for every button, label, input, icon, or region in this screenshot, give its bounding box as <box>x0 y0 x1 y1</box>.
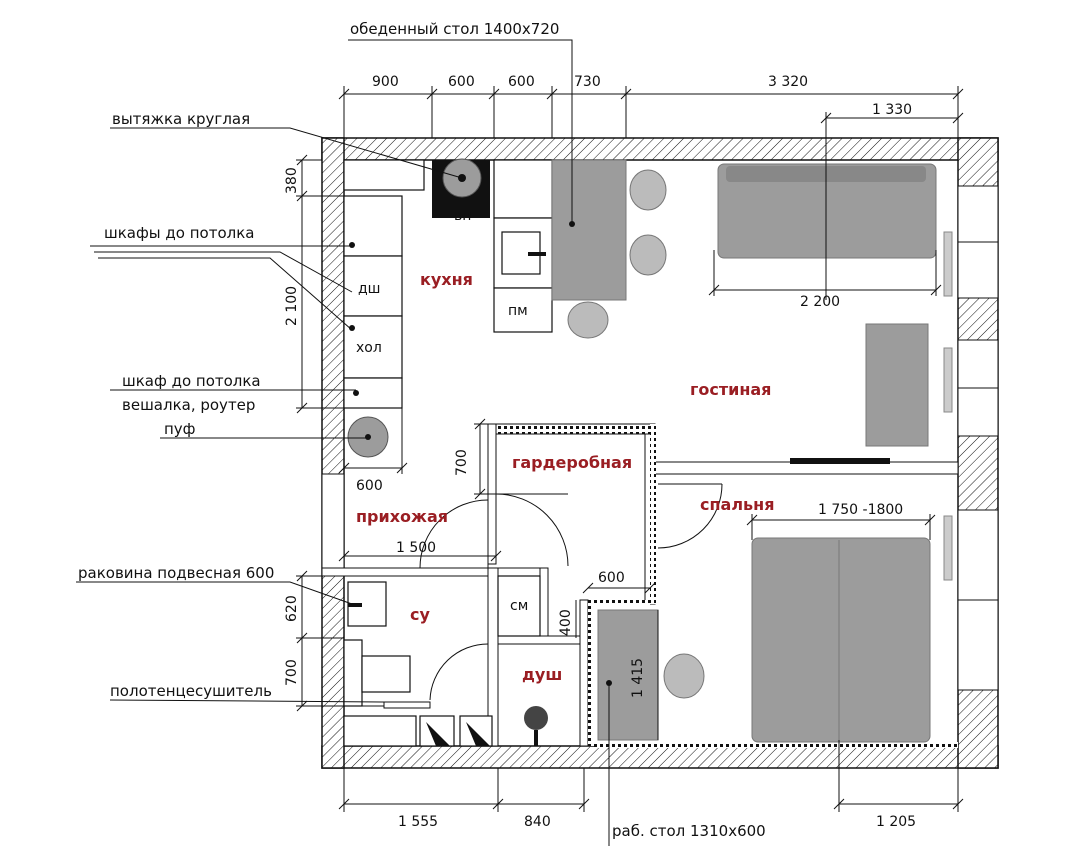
sofa <box>717 163 937 259</box>
dim-bath-620: 620 <box>284 595 300 622</box>
washer-label: см <box>510 598 528 614</box>
bottom-dimensions: 1 555 840 1 205 <box>338 740 964 830</box>
fridge-label: хол <box>356 340 382 356</box>
dishwasher-label: дш <box>358 281 381 297</box>
doors <box>419 483 723 701</box>
callout-hanger: вешалка, роутер <box>122 396 255 414</box>
callout-dining-table: обеденный стол 1400x720 <box>350 20 559 38</box>
bath-dimensions: 620 700 <box>284 570 384 712</box>
work-desk <box>597 609 659 741</box>
callout-work-desk: раб. стол 1310x600 <box>612 822 766 840</box>
windows <box>957 185 999 691</box>
top-dimensions: 900 600 600 730 3 320 1 330 <box>338 74 964 300</box>
room-label-bedroom: спальня <box>700 495 775 514</box>
dim-bottom-1555: 1 555 <box>398 814 438 830</box>
dim-top-3320: 3 320 <box>768 74 808 90</box>
room-label-kitchen: кухня <box>420 270 473 289</box>
bedroom-furniture <box>597 537 931 743</box>
bed <box>751 537 931 743</box>
dim-bath-700: 700 <box>284 659 300 686</box>
dim-hall-1500: 1 500 <box>396 540 436 556</box>
cooktop-label: вп <box>454 208 471 224</box>
dim-top-1330: 1 330 <box>872 102 912 118</box>
interior-walls <box>321 423 959 748</box>
callout-cabinets: шкафы до потолка <box>104 224 254 242</box>
kitchen-furniture: вп дш хол пм <box>343 158 667 458</box>
room-label-shower: душ <box>522 665 562 684</box>
sofa-dimension: 2 200 <box>708 250 942 310</box>
dim-top-900: 900 <box>372 74 399 90</box>
dim-hall-600: 600 <box>356 478 383 494</box>
dim-left-380: 380 <box>284 167 300 194</box>
room-label-living: гостиная <box>690 380 771 399</box>
dim-top-600a: 600 <box>448 74 475 90</box>
dim-left-2100: 2 100 <box>284 286 300 326</box>
room-label-wardrobe: гардеробная <box>512 453 632 472</box>
dim-desk-1415: 1 415 <box>630 658 646 698</box>
callout-cabinet: шкаф до потолка <box>122 372 261 390</box>
callout-pouf: пуф <box>164 420 196 438</box>
towel-dryer <box>383 701 431 709</box>
oven-label: пм <box>508 303 528 319</box>
room-label-bathroom: су <box>410 605 430 624</box>
dim-bottom-1205: 1 205 <box>876 814 916 830</box>
shower-head <box>524 706 548 730</box>
left-dimensions: 380 2 100 <box>284 154 344 414</box>
callout-towel-dryer: полотенцесушитель <box>110 682 272 700</box>
dim-bed-1750: 1 750 -1800 <box>818 502 903 518</box>
desk-dimensions: 600 400 1 415 <box>558 570 659 740</box>
hall-dimensions: 600 700 1 500 <box>338 408 502 562</box>
tv-unit <box>865 323 929 447</box>
dim-top-600b: 600 <box>508 74 535 90</box>
dim-sofa-2200: 2 200 <box>800 294 840 310</box>
dim-desk-400: 400 <box>558 609 574 636</box>
callout-hood: вытяжка круглая <box>112 110 250 128</box>
dim-bottom-840: 840 <box>524 814 551 830</box>
dining-table <box>551 159 627 301</box>
dim-desk-600: 600 <box>598 570 625 586</box>
callout-leaders <box>76 39 610 846</box>
room-label-hallway: прихожая <box>356 507 448 526</box>
dim-top-730: 730 <box>574 74 601 90</box>
bed-dimension: 1 750 -1800 <box>746 502 936 540</box>
callout-sink: раковина подвесная 600 <box>78 564 274 582</box>
dim-closet-700: 700 <box>454 449 470 476</box>
bathroom-fixtures: см <box>343 575 548 747</box>
